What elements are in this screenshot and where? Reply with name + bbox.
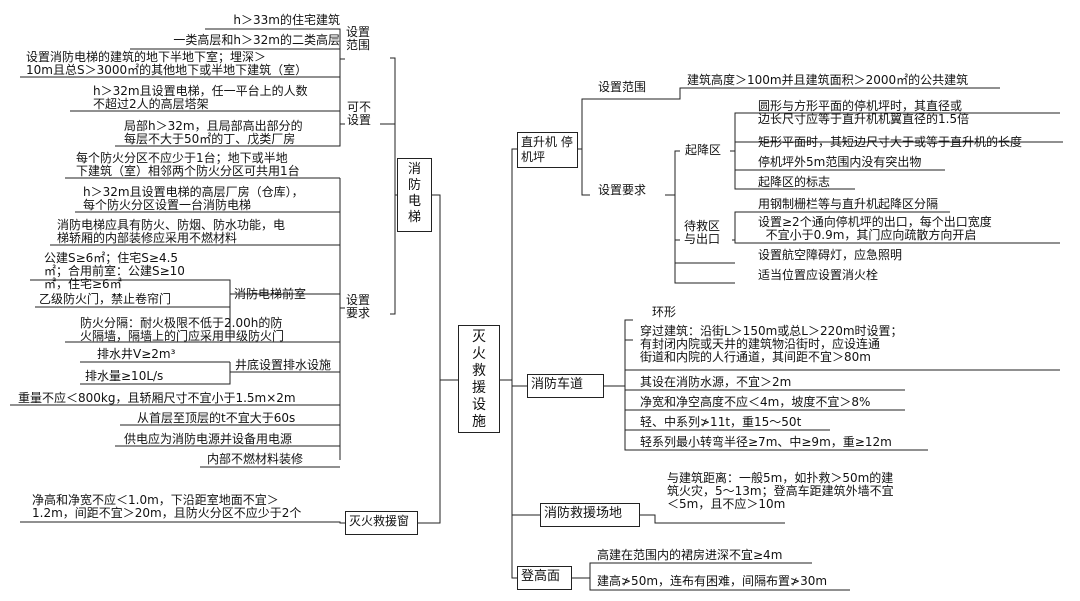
rescue-area-label: 待救区 与出口	[684, 219, 721, 246]
road-item-6: 轻系列最小转弯半径≥7m、中≥9m，重≥12m	[640, 435, 892, 449]
rescue-site-text: 与建筑距离：一般5m，如扑救＞50m的建 筑火灾，5～13m；登高车距建筑外墙不…	[667, 471, 894, 511]
road-item-5: 轻、中系列≯11t，重15～50t	[640, 415, 802, 429]
lobby-label: 消防电梯前室	[234, 287, 307, 301]
fire-lane-node: 消防车道	[527, 374, 604, 398]
heli-scope-label: 设置范围	[598, 80, 647, 94]
heli-other-1: 设置航空障碍灯，应急照明	[758, 248, 903, 262]
elevator-scope-item-2: 一类高层和h＞32m的二类高层	[173, 33, 340, 47]
elevator-other-1: 重量不应＜800kg，且轿厢尺寸不宜小于1.5m×2m	[18, 391, 296, 405]
road-item-3: 其设在消防水源，不宜＞2m	[640, 375, 792, 389]
rescue-item-2: 设置≥2个通向停机坪的出口，每个出口宽度 不宜小于0.9m，其门应向疏散方向开启	[758, 215, 992, 242]
lobby-item-3: 防火分隔：耐火极限不低于2.00h的防 火隔墙，隔墙上的门应采用甲级防火门	[80, 316, 285, 343]
rescue-window-node: 灭火救援窗	[345, 511, 418, 535]
aerial-face-node: 登高面	[517, 566, 572, 590]
elevator-other-2: 从首层至顶层的t不宜大于60s	[137, 411, 296, 425]
elevator-scope-item-1: h＞33m的住宅建筑	[233, 13, 340, 27]
road-item-1: 环形	[652, 305, 677, 319]
landing-label: 起降区	[685, 143, 722, 157]
road-item-4: 净宽和净空高度不应＜4m，坡度不宜＞8%	[640, 395, 871, 409]
aerial-item-2: 建高≯50m，连布有困难，间隔布置≯30m	[597, 574, 828, 588]
elevator-exempt-item-2: 局部h＞32m，且局部高出部分的 每层不大于50㎡的丁、戊类厂房	[124, 119, 303, 146]
drain-item-2: 排水量≥10L/s	[85, 369, 164, 383]
elevator-req-item-1: 每个防火分区不应少于1台；地下或半地 下建筑（室）相邻两个防火分区可共用1台	[76, 151, 300, 178]
rescue-site-node: 消防救援场地	[540, 503, 640, 527]
rescue-item-1: 用钢制栅栏等与直升机起降区分隔	[758, 197, 939, 211]
landing-item-2: 矩形平面时，其短边尺寸大于或等于直升机的长度	[758, 135, 1023, 149]
lobby-item-1: 公建S≥6㎡；住宅S≥4.5 ㎡；合用前室：公建S≥10 ㎡，住宅≥6㎡	[44, 251, 185, 291]
elevator-req-item-3: 消防电梯应具有防火、防烟、防水功能，电 梯轿厢的内部装修应采用不燃材料	[57, 218, 286, 245]
landing-item-4: 起降区的标志	[758, 175, 831, 189]
elevator-req-label: 设置 要求	[346, 293, 371, 320]
heli-other-2: 适当位置应设置消火栓	[758, 268, 879, 282]
fire-elevator-node: 消 防 电 梯	[397, 158, 432, 232]
elevator-exempt-label: 可不 设置	[347, 100, 372, 127]
elevator-scope-item-3: 设置消防电梯的建筑的地下半地下室；埋深＞ 10m且总S＞3000㎡的其他地下或半…	[26, 50, 308, 77]
elevator-other-3: 供电应为消防电源并设备用电源	[124, 432, 293, 446]
elevator-scope-label: 设置 范围	[346, 25, 371, 52]
heli-scope-text: 建筑高度＞100m并且建筑面积＞2000㎡的公共建筑	[687, 73, 969, 87]
drain-label: 井底设置排水设施	[235, 358, 332, 372]
elevator-exempt-item-1: h＞32m且设置电梯，任一平台上的人数 不超过2人的高层塔架	[93, 84, 308, 111]
elevator-other-4: 内部不燃材料装修	[207, 452, 304, 466]
heli-req-label: 设置要求	[598, 183, 647, 197]
elevator-req-item-2: h＞32m且设置电梯的高层厂房（仓库）， 每个防火分区设置一台消防电梯	[83, 185, 304, 212]
aerial-item-1: 高建在范围内的裙房进深不宜≥4m	[597, 548, 783, 562]
helipad-node: 直升机 停机坪	[517, 132, 578, 168]
drain-item-1: 排水井V≥2m³	[97, 347, 176, 361]
landing-item-3: 停机坪外5m范围内没有突出物	[758, 155, 922, 169]
root-node: 灭 火 救 援 设 施	[458, 325, 500, 433]
landing-item-1: 圆形与方形平面的停机坪时，其直径或 边长尺寸应等于直升机机翼直径的1.5倍	[758, 99, 970, 126]
lobby-item-2: 乙级防火门，禁止卷帘门	[39, 292, 172, 306]
road-item-2: 穿过建筑：沿街L＞150m或总L＞220m时设置； 有封闭内院或天井的建筑物沿街…	[640, 324, 903, 364]
rescue-window-text: 净高和净宽不应＜1.0m，下沿距室地面不宜＞ 1.2m，间距不宜＞20m，且防火…	[32, 493, 302, 520]
